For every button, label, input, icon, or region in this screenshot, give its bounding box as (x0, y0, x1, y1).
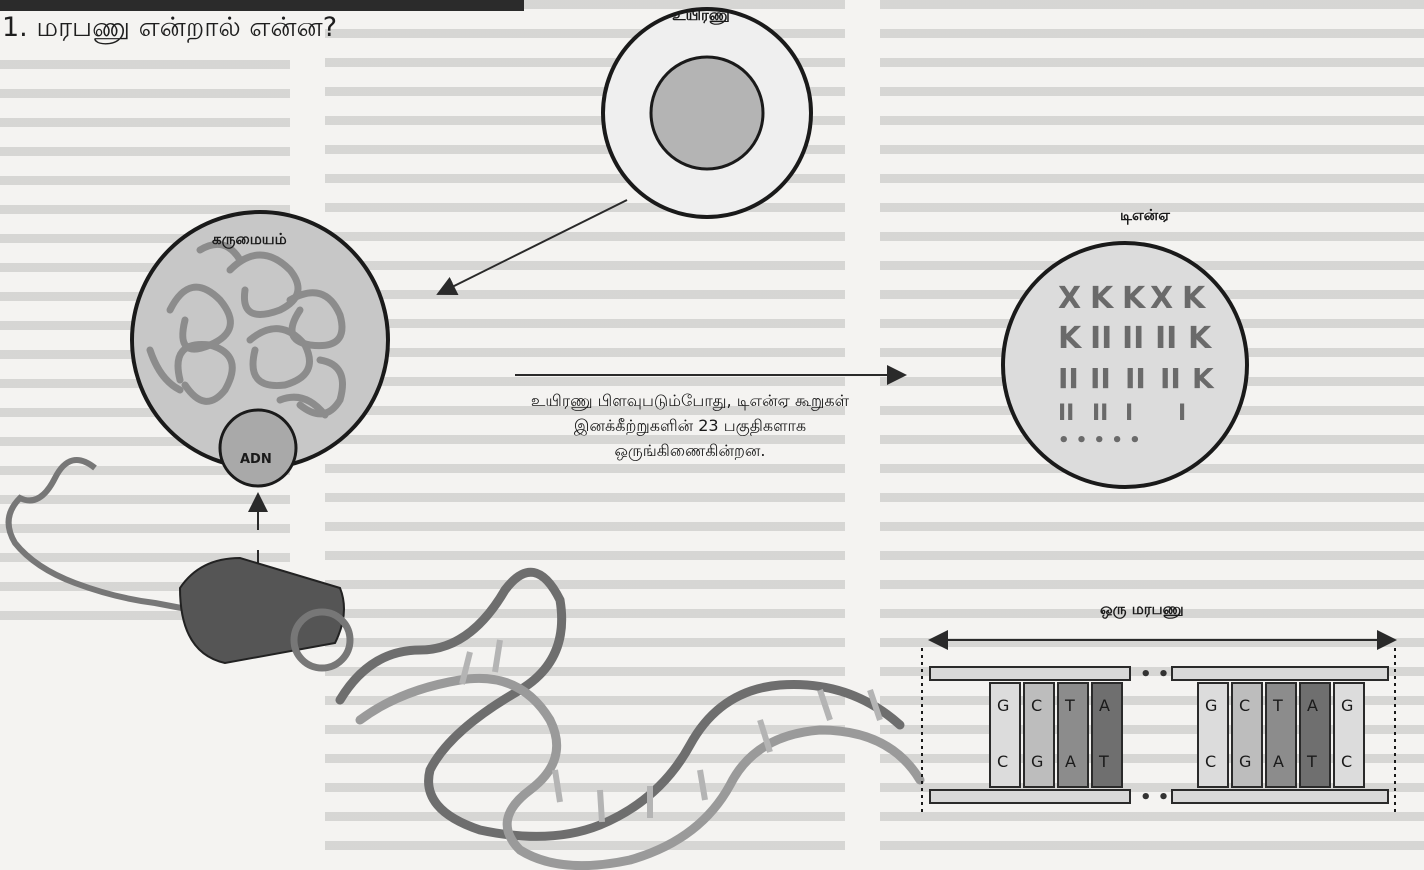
chromosomes-label: டிஎன்ஏ (1120, 206, 1170, 226)
svg-text:II: II (1160, 362, 1181, 395)
svg-text:X: X (1150, 281, 1173, 316)
svg-text:II: II (1125, 362, 1146, 395)
svg-text:K: K (1122, 281, 1147, 316)
svg-text:• •: • • (1140, 787, 1169, 808)
base-letter: T (1065, 696, 1075, 715)
svg-text:K: K (1058, 321, 1083, 356)
nucleus-illustration (132, 212, 388, 486)
svg-text:I: I (1178, 401, 1186, 426)
svg-text:K: K (1090, 281, 1115, 316)
nucleus-label: கருமையம் (212, 230, 287, 250)
svg-text:K: K (1192, 362, 1215, 395)
chromatin-bundle (180, 558, 350, 668)
svg-text:• •: • • (1140, 664, 1169, 685)
adn-label: ADN (240, 452, 272, 467)
svg-text:K: K (1188, 321, 1213, 356)
base-letter: G (1239, 752, 1251, 771)
svg-text:I: I (1125, 401, 1133, 426)
cell-illustration (603, 9, 811, 217)
svg-text:II: II (1155, 321, 1177, 356)
svg-text:II: II (1058, 362, 1079, 395)
gene-label: ஒரு மரபணு (1100, 600, 1184, 620)
base-letter: T (1099, 752, 1109, 771)
svg-text:X: X (1058, 281, 1081, 316)
division-caption: உயிரணு பிளவுபடும்போது, டிஎன்ஏ கூறுகள் இன… (510, 388, 870, 463)
svg-text:II: II (1122, 321, 1144, 356)
svg-text:K: K (1182, 281, 1207, 316)
chromosome-cell-illustration: X K K X K K II II II K II II II II K II … (1003, 243, 1247, 487)
svg-text:II: II (1090, 321, 1112, 356)
base-letter: C (1031, 696, 1042, 715)
base-letter: G (1031, 752, 1043, 771)
base-letter: C (1205, 752, 1216, 771)
cell-to-nucleus-arrow (438, 200, 627, 294)
base-letter: G (1205, 696, 1217, 715)
base-letter: C (1239, 696, 1250, 715)
base-letter: A (1307, 696, 1318, 715)
svg-text:• • • • •: • • • • • (1058, 430, 1141, 451)
base-letter: G (997, 696, 1009, 715)
base-letter: T (1273, 696, 1283, 715)
base-letter: A (1273, 752, 1284, 771)
svg-text:II: II (1090, 362, 1111, 395)
base-letter: G (1341, 696, 1353, 715)
base-letter: T (1307, 752, 1317, 771)
base-letter: A (1099, 696, 1110, 715)
dna-helix (340, 572, 920, 865)
svg-text:II: II (1092, 401, 1108, 426)
base-letter: C (1341, 752, 1352, 771)
base-letter: A (1065, 752, 1076, 771)
cell-label: உயிரணு (672, 6, 730, 26)
base-letter: C (997, 752, 1008, 771)
svg-text:II: II (1058, 401, 1074, 426)
